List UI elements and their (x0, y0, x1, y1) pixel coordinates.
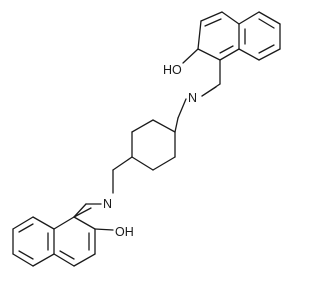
imine-nitrogen-label-bottom: N (103, 197, 112, 211)
imine-nitrogen-label-top: N (188, 91, 197, 105)
upper-hydroxyl-bond (182, 48, 199, 64)
lower-imine-linker (73, 156, 133, 218)
upper-naphthol-ring-a (197, 11, 240, 61)
lower-hydroxyl-bond (94, 228, 114, 231)
upper-naphthol-ring-b (238, 11, 281, 61)
lower-naphthol-ring-b (12, 216, 55, 267)
hydroxyl-label-top: HO (163, 63, 182, 77)
cyclohexane-ring (131, 119, 176, 171)
hydroxyl-label-bottom: OH (115, 225, 134, 239)
lower-naphthol-ring-a (53, 216, 96, 267)
chemical-structure-diagram: HO N N OH (12, 11, 281, 267)
upper-imine-linker (174, 59, 221, 133)
